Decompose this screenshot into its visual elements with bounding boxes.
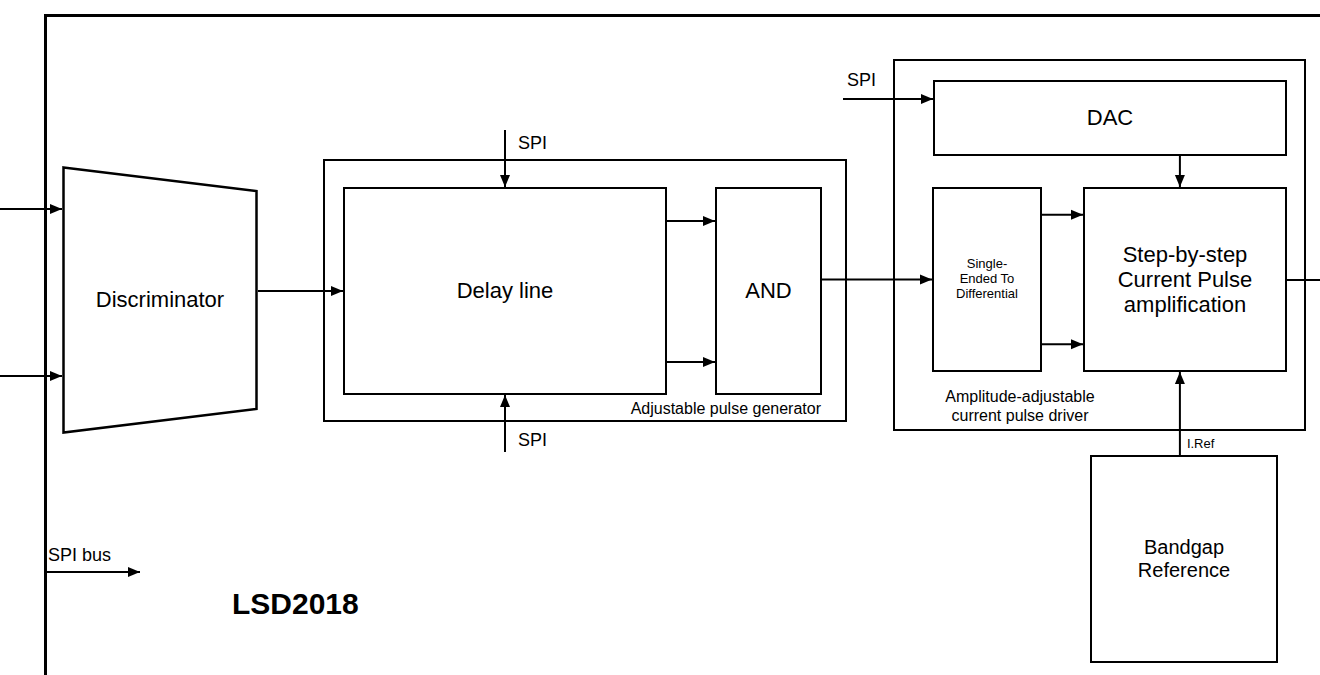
pulse-generator-group: Adjustable pulse generator Delay line AND (323, 159, 847, 422)
input-arrow (0, 208, 62, 210)
signal-connector (822, 279, 932, 281)
output-wire (1287, 279, 1320, 281)
signal-connector (1042, 343, 1083, 345)
spi-arrow (504, 395, 506, 452)
driver-group: Amplitude-adjustable current pulse drive… (893, 59, 1306, 431)
bandgap-block: Bandgap Reference (1090, 455, 1278, 663)
group-label: Adjustable pulse generator (631, 400, 821, 418)
spi-signal-label: SPI (518, 133, 547, 154)
amplifier-block: Step-by-step Current Pulse amplification (1083, 187, 1287, 372)
discriminator-block: Discriminator (62, 166, 258, 434)
block-label: AND (745, 278, 791, 303)
chip-boundary: LSD2018DiscriminatorAdjustable pulse gen… (44, 14, 1320, 675)
block-label: Step-by-step Current Pulse amplification (1110, 242, 1260, 318)
signal-connector (1179, 156, 1181, 187)
trapezoid-shape (64, 168, 257, 433)
signal-connector (1179, 372, 1181, 455)
dac-block: DAC (933, 80, 1287, 156)
block-label: Single-Ended To Differential (951, 257, 1023, 302)
block-label: DAC (1087, 105, 1133, 130)
signal-connector (667, 220, 715, 222)
block-label: Discriminator (96, 287, 224, 312)
block-label: Bandgap Reference (1124, 536, 1244, 582)
spi-arrow (843, 98, 933, 100)
spi-signal-label: SPI (518, 430, 547, 451)
signal-connector (667, 361, 715, 363)
spi-signal-label: SPI (847, 70, 876, 91)
signal-connector (1042, 214, 1083, 216)
spi-bus-label: SPI bus (48, 545, 111, 566)
block-label: Delay line (457, 278, 554, 303)
delay-line-block: Delay line (343, 187, 667, 395)
converter-block: Single-Ended To Differential (932, 187, 1042, 372)
input-arrow (0, 375, 62, 377)
edge-label: I.Ref (1185, 437, 1216, 452)
and-gate-block: AND (715, 187, 822, 395)
chip-name: LSD2018 (232, 587, 359, 622)
group-label: Amplitude-adjustable current pulse drive… (930, 388, 1110, 425)
spi-bus-arrow (44, 571, 140, 573)
signal-connector (258, 290, 343, 292)
